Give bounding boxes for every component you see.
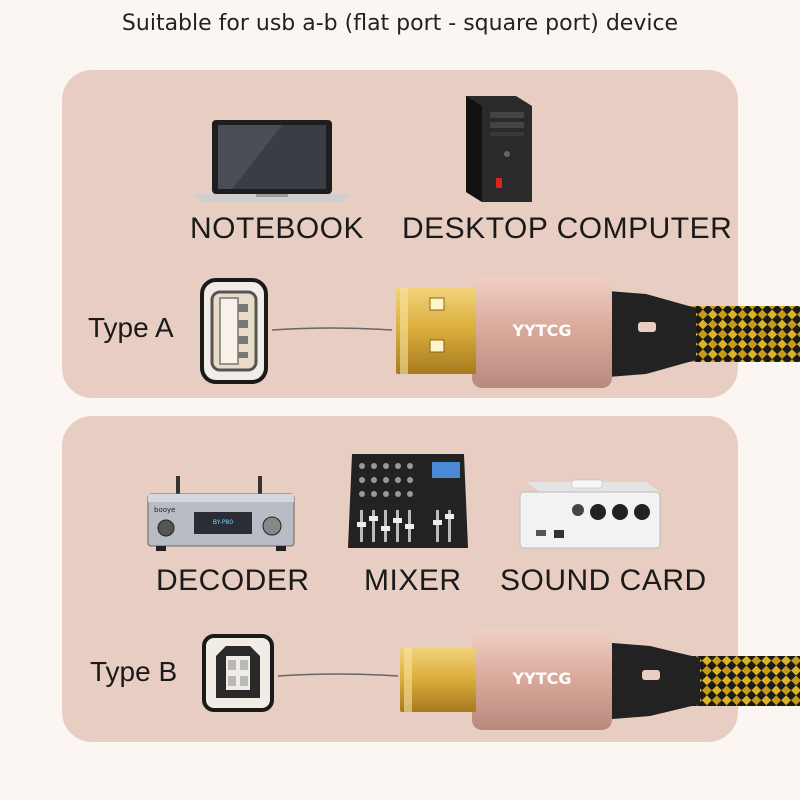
page-title: Suitable for usb a-b (flat port - square… <box>121 11 679 36</box>
usb-a-cable: YYTCG <box>396 276 800 388</box>
mixer-icon <box>348 454 468 548</box>
laptop-icon <box>194 120 350 202</box>
decoder-icon: booye BY-P80 <box>147 476 295 551</box>
usb-b-cable: YYTCG <box>400 630 800 730</box>
type-b-label: Type B <box>90 656 178 687</box>
device-label-notebook: NOTEBOOK <box>190 212 365 245</box>
type-a-label: Type A <box>88 312 174 343</box>
decoder-model-text: BY-P80 <box>213 519 233 526</box>
usb-a-port-icon <box>200 278 268 384</box>
device-label-sound-card: SOUND CARD <box>500 564 707 597</box>
device-label-decoder: DECODER <box>156 564 310 597</box>
connector-line-b <box>277 673 399 677</box>
device-label-mixer: MIXER <box>364 564 462 597</box>
usb-b-port-icon <box>202 634 274 712</box>
sound-card-icon <box>519 479 661 549</box>
brand-text-a: YYTCG <box>512 321 572 340</box>
decoder-brand-text: booye <box>154 506 175 514</box>
desktop-tower-icon <box>466 96 532 202</box>
device-label-desktop-computer: DESKTOP COMPUTER <box>402 212 733 245</box>
connector-line-a <box>271 327 393 331</box>
brand-text-b: YYTCG <box>512 669 572 688</box>
